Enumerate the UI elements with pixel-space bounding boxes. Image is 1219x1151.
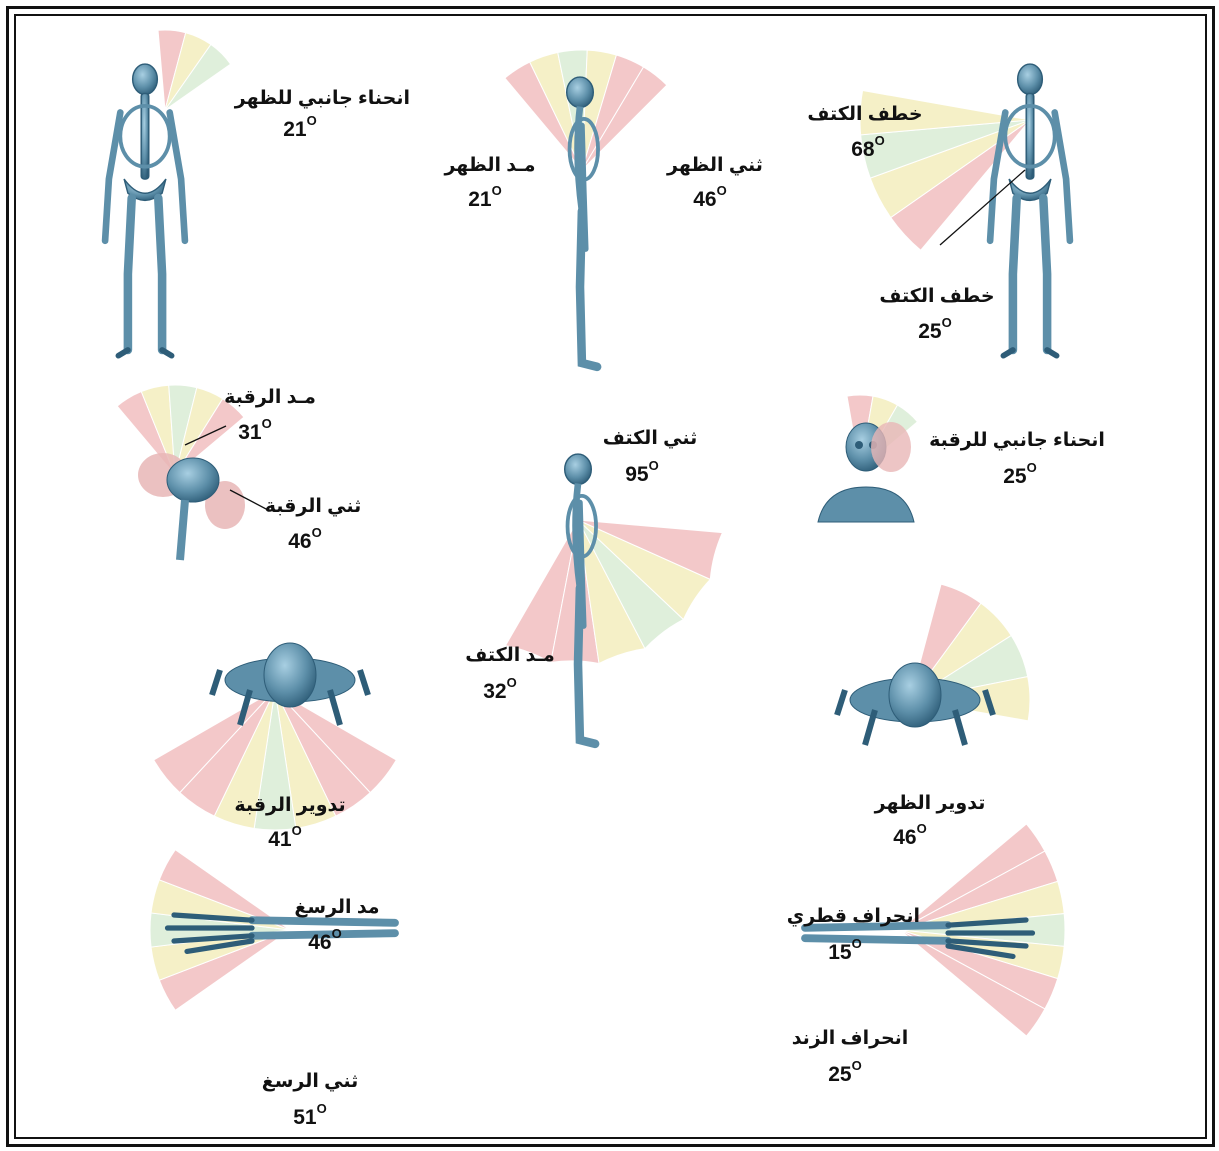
label-shoulder-extension: مـد الكتف [455, 645, 565, 667]
label-back-rotation: تدوير الظهر [865, 793, 995, 815]
label-ulnar-deviation: انحراف الزند [785, 1028, 915, 1050]
label-wrist-flexion: ثني الرسغ [255, 1071, 365, 1093]
value-back-rotation: 46O [880, 820, 940, 850]
value-neck-extension: 31O [225, 415, 285, 445]
value-shoulder-flexion: 95O [612, 457, 672, 487]
leg-icon [580, 211, 597, 367]
skull-icon [567, 77, 594, 107]
fan-shoulder-sagittal [506, 520, 723, 663]
label-neck-lateral-bend: انحناء جانبي للرقبة [922, 430, 1112, 452]
value-ulnar-deviation: 25O [815, 1057, 875, 1087]
legs-icon [128, 198, 162, 350]
skeleton-shoulder-abduction [990, 64, 1070, 356]
skull-icon [565, 454, 592, 484]
value-radial-deviation: 15O [815, 935, 875, 965]
head-top-icon [264, 643, 316, 707]
head-top-icon [889, 663, 941, 727]
ghost-head-icon [871, 422, 911, 472]
label-neck-flexion: ثني الرقبة [258, 496, 368, 518]
label-shoulder-abduction-1: خطف الكتف [800, 104, 930, 126]
value-back-lateral-bend: 21O [270, 112, 330, 142]
value-neck-lateral-bend: 25O [990, 459, 1050, 489]
skull-icon [1018, 64, 1043, 94]
label-back-flexion: ثني الظهر [660, 155, 770, 177]
shoulders-icon [818, 487, 914, 522]
label-wrist-extension: مد الرسغ [282, 897, 392, 919]
label-neck-extension: مـد الرقبة [215, 387, 325, 409]
feet-icon [118, 350, 171, 356]
label-shoulder-flexion: ثني الكتف [595, 428, 705, 450]
skull-neck-lateral [818, 422, 914, 522]
value-neck-flexion: 46O [275, 524, 335, 554]
range-of-motion-fans [117, 30, 1065, 1036]
value-back-flexion: 46O [680, 182, 740, 212]
label-radial-deviation: انحراف قطري [790, 906, 920, 928]
skeleton-back-lateral-bend [105, 64, 185, 356]
value-neck-rotation: 41O [255, 822, 315, 852]
label-neck-rotation: تدوير الرقبة [225, 795, 355, 817]
label-back-extension: مـد الظهر [440, 155, 540, 177]
value-wrist-extension: 46O [295, 925, 355, 955]
neck-spine-icon [180, 500, 185, 560]
feet-icon [1003, 350, 1056, 356]
value-back-extension: 21O [455, 182, 515, 212]
label-back-lateral-bend: انحناء جانبي للظهر [250, 88, 410, 110]
label-shoulder-abduction-2: خطف الكتف [872, 286, 1002, 308]
skull-icon [167, 458, 219, 502]
skull-icon [133, 64, 158, 94]
value-wrist-flexion: 51O [280, 1100, 340, 1130]
value-shoulder-extension: 32O [470, 674, 530, 704]
fan-back-lateral-bend [158, 30, 231, 110]
skull-neck-sagittal [138, 453, 245, 560]
value-shoulder-abduction-2: 25O [905, 314, 965, 344]
fan-back-sagittal [505, 50, 667, 170]
eye-socket-icon [855, 441, 863, 449]
value-shoulder-abduction-1: 68O [838, 132, 898, 162]
fan-hand-deviation [900, 824, 1065, 1036]
legs-icon [1013, 198, 1047, 350]
